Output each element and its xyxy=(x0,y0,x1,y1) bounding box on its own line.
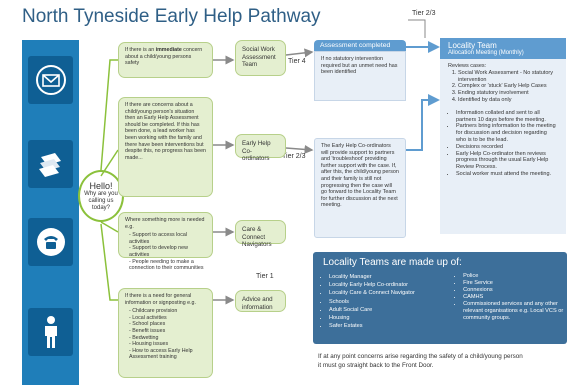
phone-icon xyxy=(28,218,73,266)
tier-2-3-label-top: Tier 2/3 xyxy=(412,10,436,17)
assessment-header: Assessment completed xyxy=(314,40,406,51)
locality-teams-members-box: Locality Teams are made up of: Locality … xyxy=(313,252,567,344)
locality-team-subtitle: Allocation Meeting (Monthly) xyxy=(448,50,524,56)
locality-team-header: Locality Team Allocation Meeting (Monthl… xyxy=(440,38,566,59)
contact-icons-column xyxy=(22,40,79,385)
list-item: Locality Care & Connect Navigator xyxy=(329,289,447,297)
route-text: If there are concerns about a child/youn… xyxy=(125,102,206,161)
list-item: Identified by data only xyxy=(458,97,558,104)
list-item: Partners bring information to the meetin… xyxy=(456,123,558,143)
list-item: Police xyxy=(463,273,567,280)
page-title: North Tyneside Early Help Pathway xyxy=(22,6,321,27)
tier-2-3-label-mid: Tier 2/3 xyxy=(282,153,306,160)
teams-heading: Locality Teams are made up of: xyxy=(323,257,462,268)
list-item: Social Work Assessment - No statutory in… xyxy=(458,70,558,84)
route-text: Where something more is needed e.g. xyxy=(125,217,205,230)
list-item: Information collated and sent to all par… xyxy=(456,110,558,124)
assessment-body: If no statutory intervention required bu… xyxy=(314,51,406,101)
dest-advice-information: Advice and information xyxy=(235,290,286,312)
speech-question: Why are you calling us today? xyxy=(84,190,118,211)
teams-columns: Locality Manager Locality Early Help Co-… xyxy=(313,273,567,330)
mail-icon xyxy=(28,56,73,104)
route-text: If there is a need for general informati… xyxy=(125,293,196,306)
route-general-information: If there is a need for general informati… xyxy=(118,288,213,378)
tier-4-label: Tier 4 xyxy=(288,58,306,65)
list-item: Fire Service xyxy=(463,280,567,287)
list-item: Social worker must attend the meeting. xyxy=(456,171,558,178)
person-icon xyxy=(28,308,73,356)
list-item: - Local activities xyxy=(129,314,167,321)
route-text: If there is an xyxy=(125,47,156,53)
list-item: Commissioned services and any other rele… xyxy=(463,301,567,322)
coordinators-support-box: The Early Help Co-ordinators will provid… xyxy=(314,138,406,238)
list-item: Safer Estates xyxy=(329,322,447,330)
documents-icon xyxy=(28,140,73,188)
list-item: - Bedwetting xyxy=(129,334,159,341)
list-item: - School places xyxy=(129,321,166,328)
list-item: - Housing issues xyxy=(129,341,169,348)
list-item: Schools xyxy=(329,298,447,306)
list-item: Adult Social Care xyxy=(329,306,447,314)
route-text-end: concern about a child/young persons safe… xyxy=(125,47,203,67)
list-item: Housing xyxy=(329,314,447,322)
assessment-completed-box: Assessment completed If no statutory int… xyxy=(314,40,406,101)
list-item: Complex or 'stuck' Early Help Cases xyxy=(458,83,558,90)
reviews-label: Reviews cases: xyxy=(448,63,487,69)
route-early-help-concern: If there are concerns about a child/youn… xyxy=(118,97,213,197)
route-immediate-concern: If there is an immediate concern about a… xyxy=(118,42,213,78)
tier-1-label: Tier 1 xyxy=(256,273,274,280)
footer-line-1: If at any point concerns arise regarding… xyxy=(318,353,523,360)
list-item: - Support to access local activities xyxy=(129,232,187,245)
list-item: Connexions xyxy=(463,287,567,294)
list-item: Decisions recorded xyxy=(456,144,558,151)
list-item: - People needing to make a connection to… xyxy=(129,258,204,272)
footer-note: If at any point concerns arise regarding… xyxy=(318,352,568,370)
list-item: Early Help Co-ordinator then reviews pro… xyxy=(456,151,558,171)
list-item: - How to access Early Help Assessment tr… xyxy=(129,347,193,361)
list-item: - Childcare provision xyxy=(129,308,178,315)
list-item: - Support to develop new activities xyxy=(129,245,188,258)
list-item: Ending statutory involvement xyxy=(458,90,558,97)
list-item: - Benefit issues xyxy=(129,327,166,334)
list-item: CAMHS xyxy=(463,294,567,301)
locality-team-title: Locality Team xyxy=(448,41,497,50)
list-item: Locality Early Help Co-ordinator xyxy=(329,281,447,289)
dest-care-connect-navigators: Care & Connect Navigators xyxy=(235,220,286,248)
locality-team-box: Locality Team Allocation Meeting (Monthl… xyxy=(440,38,566,234)
locality-team-body: Reviews cases: Social Work Assessment - … xyxy=(440,59,566,234)
footer-line-2: it must go straight back to the Front Do… xyxy=(318,362,434,369)
hello-text: Hello! xyxy=(89,180,113,191)
dest-early-help-coordinators: Early Help Co-ordinators xyxy=(235,134,286,162)
dest-social-work-assessment-team: Social Work Assessment Team xyxy=(235,40,286,76)
route-bold: immediate xyxy=(155,47,182,53)
list-item: Locality Manager xyxy=(329,273,447,281)
route-something-more: Where something more is needed e.g. - Su… xyxy=(118,212,213,271)
